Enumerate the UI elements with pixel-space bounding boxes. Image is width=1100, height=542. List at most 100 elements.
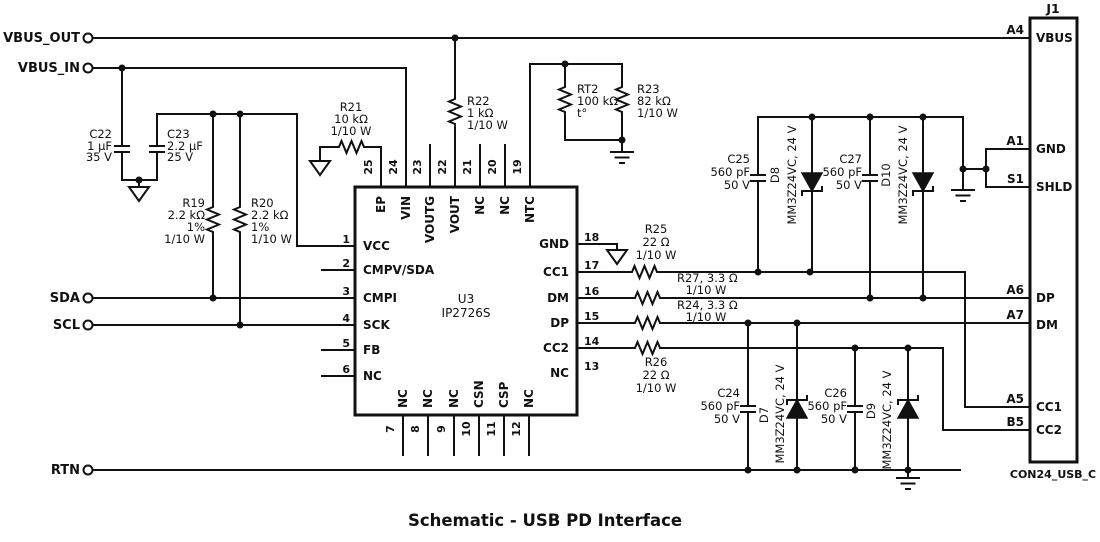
d9-part: MM3Z24VC, 24 V [880,370,894,469]
r22-value: 1 kΩ [467,106,494,120]
u3-pin-number: 22 [436,159,449,174]
port-vbus-in [82,62,94,74]
port-label-vbus-in: VBUS_IN [18,61,80,76]
c26-value: 560 pF [807,399,847,413]
c22-voltage: 35 V [86,150,112,164]
ground-symbol [609,151,635,164]
resistor-r27 [631,291,663,305]
r22-ref: R22 [467,94,490,108]
r27-label: R27, 3.3 Ω [677,271,738,285]
u3-pin-number: 20 [486,159,499,175]
resistor-r21 [335,140,367,154]
r20-tolerance: 1% [251,220,269,234]
u3-pin-number: 17 [584,259,599,272]
c26-voltage: 50 V [821,412,847,426]
r22-power: 1/10 W [467,118,508,132]
c27-value: 560 pF [822,165,862,179]
component-labels: C22 1 µF 35 V C23 2.2 µF 25 V R19 2.2 kΩ… [86,82,910,470]
d8-ref: D8 [768,167,782,183]
chip-u3: U3 IP2726S VCC CMPV/SDA CMPI SCK FB NC 1… [342,159,599,437]
j1-pin-designator: B5 [1007,415,1025,429]
r21-value: 10 kΩ [334,112,368,126]
u3-pin-name: NC [550,366,569,380]
j1-pin-designator: A1 [1006,134,1024,148]
j1-pin-designator: A5 [1006,392,1024,406]
u3-pin-number: 1 [342,233,350,246]
r26-value: 22 Ω [642,368,669,382]
j1-pin-designator: A6 [1006,283,1024,297]
r20-ref: R20 [251,196,274,210]
j1-pin-name: DM [1036,318,1058,332]
port-vbus-out [82,32,94,44]
c27-ref: C27 [839,152,862,166]
c23-ref: C23 [167,127,190,141]
u3-pin-number: 9 [435,425,448,433]
d7-part: MM3Z24VC, 24 V [773,364,787,463]
u3-pin-number: 13 [584,360,599,373]
u3-pin-name: NC [421,389,435,408]
d10-part: MM3Z24VC, 24 V [896,125,910,224]
r23-value: 82 kΩ [637,94,671,108]
u3-pin-number: 6 [342,363,350,376]
u3-pin-number: 25 [362,159,375,174]
j1-pin-name: CC2 [1036,423,1062,437]
resistor-r20 [233,204,247,236]
u3-pin-name: NC [473,196,487,215]
port-label-vbus-out: VBUS_OUT [3,31,80,46]
resistor-r25 [628,265,660,279]
c23-voltage: 25 V [167,150,193,164]
capacitor-c23 [148,145,166,153]
u3-pin-number: 3 [342,285,350,298]
u3-pin-name: VCC [363,239,390,253]
r19-power: 1/10 W [164,232,205,246]
u3-pin-name: NC [522,389,536,408]
u3-pin-number: 19 [511,159,524,174]
u3-pin-number: 11 [485,421,498,436]
r20-power: 1/10 W [251,232,292,246]
port-labels: VBUS_OUT VBUS_IN SDA SCL RTN [3,31,80,478]
page-title: Schematic - USB PD Interface [408,511,682,530]
u3-part: IP2726S [442,306,491,320]
r19-tolerance: 1% [187,220,205,234]
rt2-ref: RT2 [577,82,599,96]
capacitor-c27 [861,174,879,182]
u3-pin-name: CMPV/SDA [363,263,435,277]
u3-pin-number: 2 [342,257,350,270]
u3-pin-number: 5 [342,337,350,350]
resistor-r19 [206,204,220,236]
j1-pin-designator: A4 [1006,23,1024,37]
junction-dots [118,34,990,474]
u3-pin-number: 14 [584,335,600,348]
c25-value: 560 pF [710,165,750,179]
u3-pin-name: CC2 [543,341,569,355]
ground-symbol [606,249,628,265]
u3-pin-name: NC [498,196,512,215]
u3-pin-number: 12 [510,421,523,436]
u3-pin-name: CSP [497,381,511,408]
u3-pin-number: 23 [411,159,424,174]
r20-value: 2.2 kΩ [251,208,289,222]
u3-pin-name: DM [547,291,569,305]
u3-ref: U3 [458,292,474,306]
u3-pin-name: SCK [363,318,390,332]
ground-symbol [128,186,150,202]
j1-pin-name: GND [1036,142,1066,156]
j1-pin-name: DP [1036,291,1055,305]
ground-symbol [895,477,921,490]
u3-pin-name: NC [363,369,382,383]
ground-symbol [950,189,976,202]
u3-pin-name: VOUTG [423,196,437,243]
u3-pin-name: VIN [399,196,413,220]
c27-voltage: 50 V [836,178,862,192]
r23-power: 1/10 W [637,106,678,120]
r21-power: 1/10 W [331,124,372,138]
capacitor-c22 [113,145,131,153]
u3-pin-number: 21 [461,159,474,174]
c22-value: 1 µF [87,139,112,153]
port-scl [82,319,94,331]
rt2-value: 100 kΩ [577,94,618,108]
capacitor-c26 [846,405,864,413]
port-rtn [82,464,94,476]
ground-symbol [309,160,331,176]
